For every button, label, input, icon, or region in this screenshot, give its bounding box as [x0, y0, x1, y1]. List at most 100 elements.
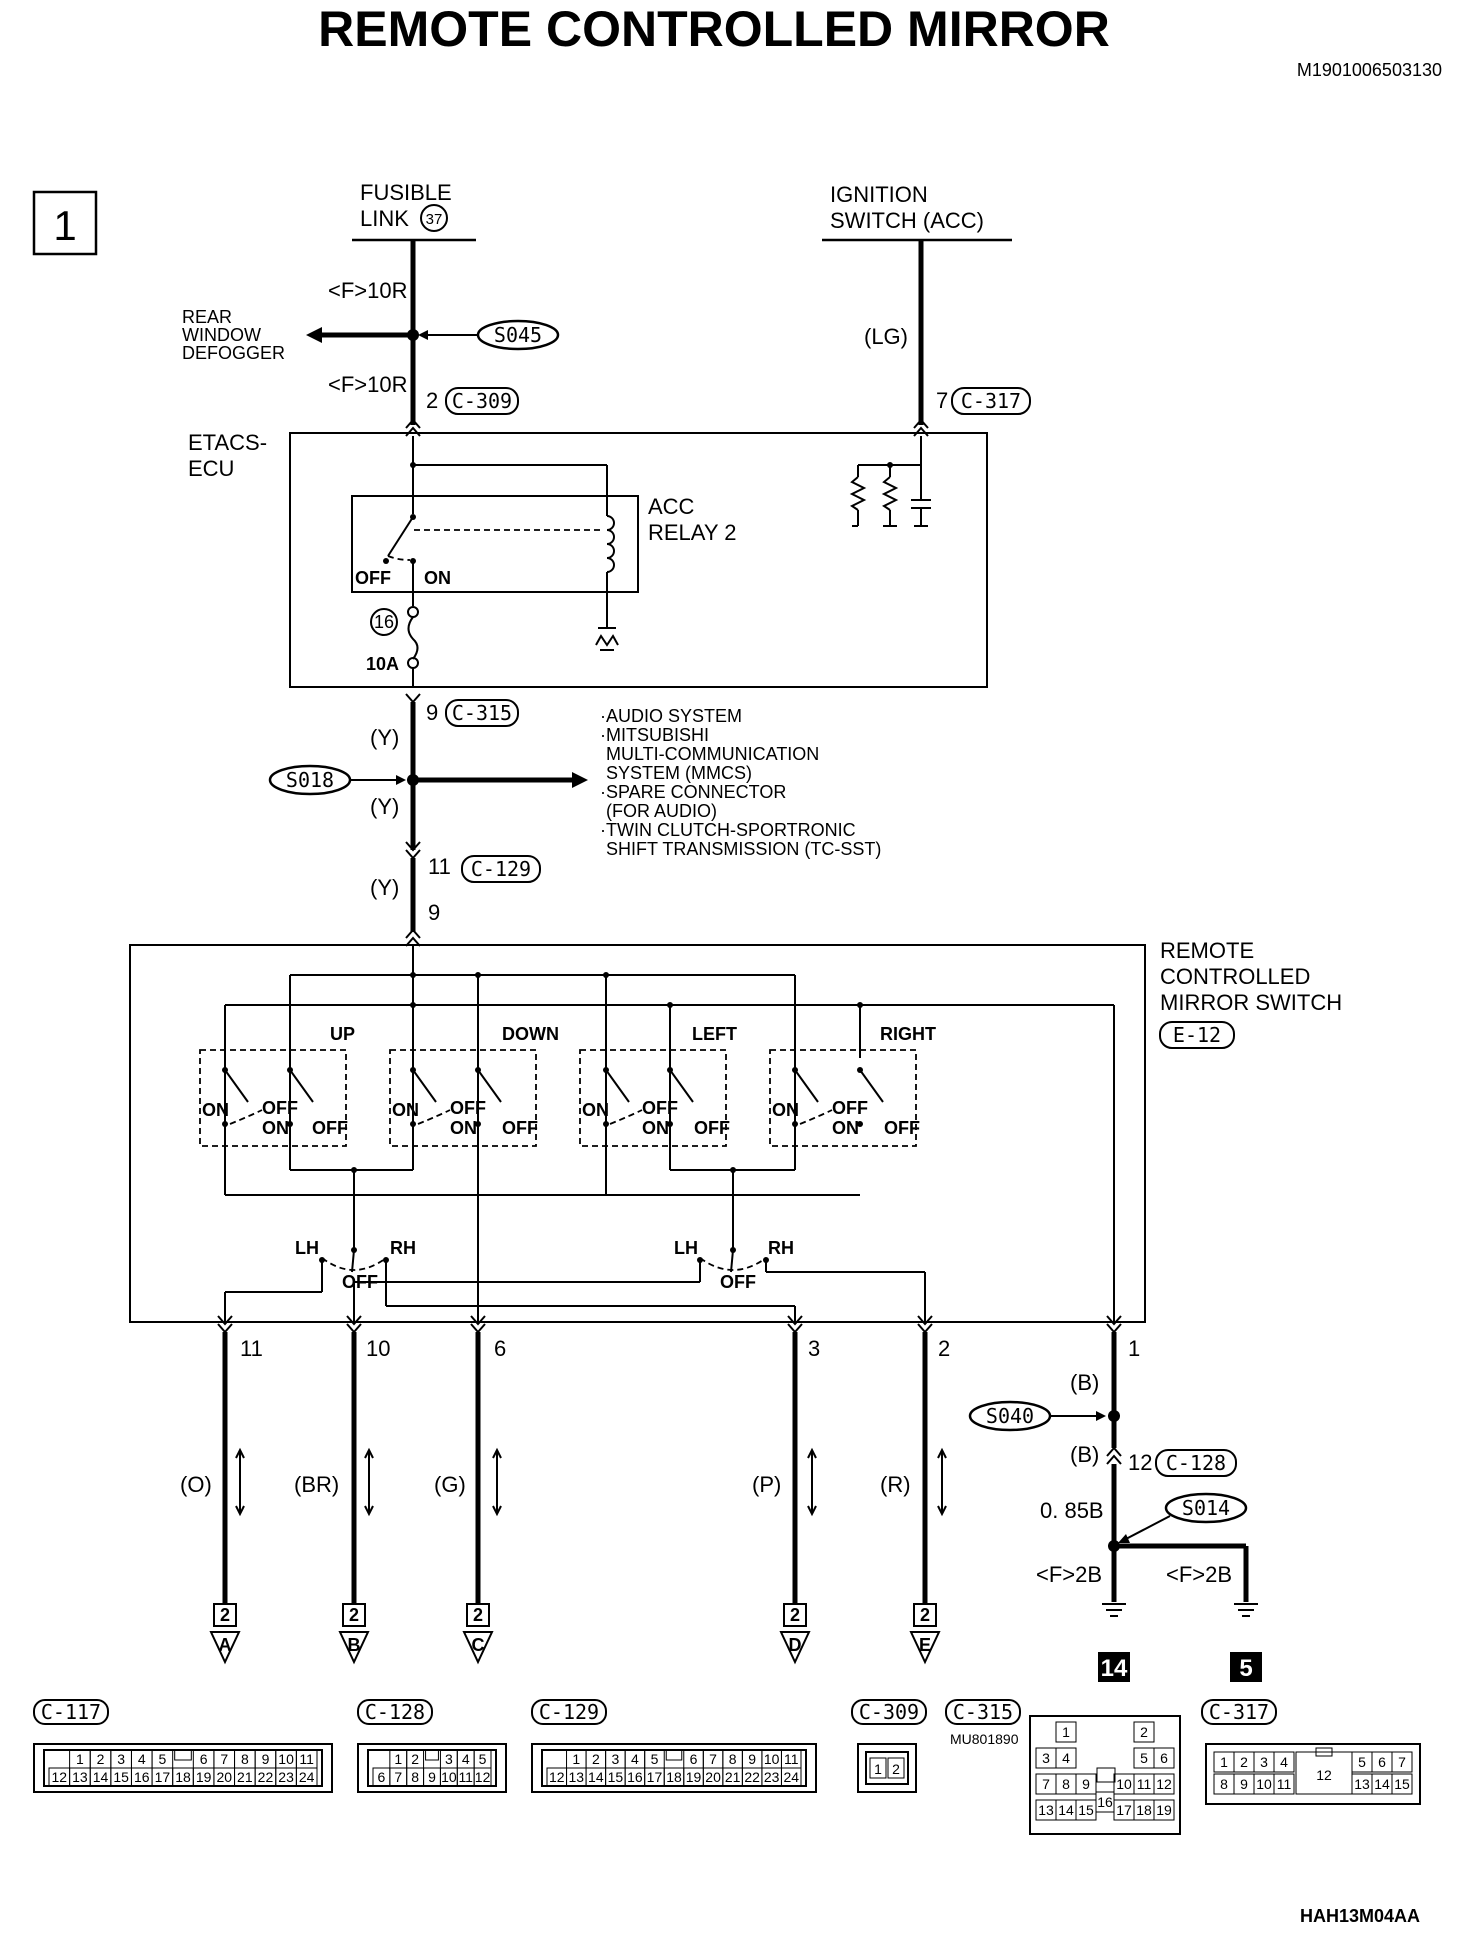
connector-label: C-315 — [953, 1700, 1013, 1724]
svg-text:S045: S045 — [494, 323, 542, 347]
pin-switch-9: 9 — [428, 900, 440, 925]
svg-text:D: D — [789, 1635, 802, 1655]
svg-text:4: 4 — [631, 1751, 639, 1767]
svg-text:3: 3 — [1042, 1750, 1050, 1766]
svg-text:7: 7 — [709, 1751, 717, 1767]
svg-text:A: A — [219, 1635, 232, 1655]
svg-text:18: 18 — [1136, 1802, 1152, 1818]
svg-text:E: E — [919, 1635, 931, 1655]
svg-text:6: 6 — [1160, 1750, 1168, 1766]
fusible-link-number: 37 — [426, 211, 443, 228]
svg-text:E-12: E-12 — [1173, 1023, 1221, 1047]
svg-text:6: 6 — [494, 1336, 506, 1361]
svg-text:5: 5 — [1140, 1750, 1148, 1766]
svg-text:8: 8 — [729, 1751, 737, 1767]
svg-text:1: 1 — [1220, 1754, 1228, 1770]
connector-label: C-309 — [859, 1700, 919, 1724]
svg-text:16: 16 — [627, 1769, 643, 1785]
svg-text:OFF: OFF — [312, 1118, 348, 1138]
svg-text:(O): (O) — [180, 1472, 212, 1497]
svg-text:8: 8 — [1062, 1776, 1070, 1792]
svg-text:1: 1 — [394, 1751, 402, 1767]
splice-s014: S014 — [1118, 1492, 1248, 1543]
connector-tag-e12: E-12 — [1159, 1021, 1235, 1049]
svg-text:4: 4 — [1062, 1750, 1070, 1766]
svg-text:14: 14 — [588, 1769, 604, 1785]
connector-label: C-317 — [1209, 1700, 1269, 1724]
svg-text:20: 20 — [705, 1769, 721, 1785]
svg-text:RIGHT: RIGHT — [880, 1024, 936, 1044]
svg-text:17: 17 — [647, 1769, 663, 1785]
page-title: REMOTE CONTROLLED MIRROR — [318, 1, 1110, 57]
svg-text:OFF: OFF — [694, 1118, 730, 1138]
svg-text:11: 11 — [784, 1751, 799, 1767]
svg-text:5: 5 — [158, 1751, 166, 1767]
svg-text:(B): (B) — [1070, 1370, 1099, 1395]
svg-text:19: 19 — [686, 1769, 702, 1785]
relay-on-label: ON — [424, 568, 451, 588]
switch-left: LEFT ON OFF ON OFF — [579, 1024, 737, 1147]
svg-text:2: 2 — [892, 1761, 900, 1777]
svg-text:S014: S014 — [1182, 1496, 1230, 1520]
svg-text:19: 19 — [1156, 1802, 1172, 1818]
svg-text:7: 7 — [1042, 1776, 1050, 1792]
svg-text:ON: ON — [392, 1100, 419, 1120]
svg-text:9: 9 — [1082, 1776, 1090, 1792]
switch-bus-wiring — [224, 946, 1115, 1322]
output-wire-g: 6 (G) 2 C — [434, 1315, 506, 1665]
svg-text:ON: ON — [772, 1100, 799, 1120]
output-wire-o: 11 (O) 2 A — [180, 1315, 263, 1665]
svg-text:ON: ON — [832, 1118, 859, 1138]
svg-text:1: 1 — [1128, 1336, 1140, 1361]
svg-text:24: 24 — [299, 1769, 315, 1785]
svg-text:ON: ON — [642, 1118, 669, 1138]
splice-s040: S040 — [968, 1400, 1106, 1432]
svg-text:15: 15 — [113, 1769, 129, 1785]
wire-label-y2: (Y) — [370, 794, 399, 819]
wire-label-y3: (Y) — [370, 875, 399, 900]
connector-label: C-129 — [539, 1700, 599, 1724]
svg-text:LEFT: LEFT — [692, 1024, 737, 1044]
svg-text:9: 9 — [1240, 1776, 1248, 1792]
connector-tag-c315: C-315 — [445, 699, 519, 727]
svg-text:3: 3 — [611, 1751, 619, 1767]
svg-text:1: 1 — [76, 1751, 84, 1767]
ground-point-5: 5 — [1239, 1655, 1252, 1682]
svg-text:10: 10 — [441, 1769, 457, 1785]
svg-text:3: 3 — [1260, 1754, 1268, 1770]
svg-text:12: 12 — [52, 1769, 68, 1785]
svg-text:2: 2 — [1240, 1754, 1248, 1770]
svg-text:3: 3 — [117, 1751, 125, 1767]
connector-tag-c317: C-317 — [951, 387, 1031, 415]
svg-text:S018: S018 — [286, 768, 334, 792]
svg-text:11: 11 — [299, 1751, 314, 1767]
svg-text:24: 24 — [783, 1769, 799, 1785]
svg-text:10: 10 — [366, 1336, 390, 1361]
fuse-number-circle — [370, 608, 398, 636]
etacs-ecu-box — [289, 432, 988, 688]
svg-text:15: 15 — [1394, 1776, 1410, 1792]
svg-text:(BR): (BR) — [294, 1472, 339, 1497]
svg-text:ON: ON — [202, 1100, 229, 1120]
svg-text:15: 15 — [1078, 1802, 1094, 1818]
etacs-internal-circuit — [849, 462, 931, 527]
switch-right: RIGHT ON OFF ON OFF — [769, 1024, 936, 1147]
svg-text:(B): (B) — [1070, 1442, 1099, 1467]
svg-text:LH: LH — [674, 1238, 698, 1258]
svg-text:10: 10 — [278, 1751, 294, 1767]
ignition-switch-source: IGNITION SWITCH (ACC) — [822, 182, 1012, 242]
pin-c317: 7 — [936, 388, 948, 413]
svg-text:6: 6 — [200, 1751, 208, 1767]
svg-text:9: 9 — [262, 1751, 270, 1767]
svg-text:9: 9 — [428, 1769, 436, 1785]
svg-text:OFF: OFF — [450, 1098, 486, 1118]
selector-left: LH RH OFF — [224, 1238, 796, 1322]
connector-tag-c309: C-309 — [445, 387, 519, 415]
svg-text:C-129: C-129 — [471, 857, 531, 881]
fuse-number: 16 — [374, 612, 394, 632]
page-number-box — [32, 190, 98, 256]
svg-text:ON: ON — [262, 1118, 289, 1138]
svg-text:RH: RH — [390, 1238, 416, 1258]
